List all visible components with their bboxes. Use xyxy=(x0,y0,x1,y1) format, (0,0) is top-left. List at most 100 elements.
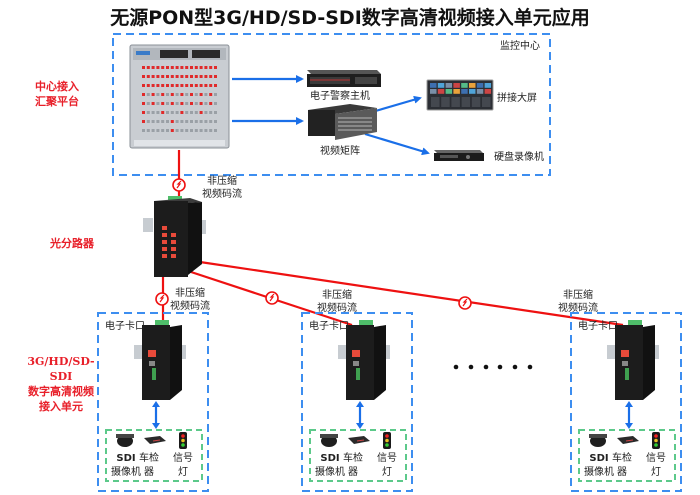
olt-port xyxy=(161,84,165,87)
device-label-line2: 器 xyxy=(617,467,627,478)
olt-port xyxy=(185,129,189,132)
video-wall-cell xyxy=(469,89,476,94)
olt-port xyxy=(156,102,160,105)
olt-port xyxy=(166,93,169,96)
video-wall-cell xyxy=(453,83,460,88)
video-wall-cell xyxy=(461,89,468,94)
olt-port xyxy=(142,75,145,78)
video-wall-cell xyxy=(482,97,491,107)
olt-port xyxy=(142,93,145,96)
olt-port xyxy=(199,66,203,69)
olt-port xyxy=(194,129,198,132)
device-label-line2: 摄像机 xyxy=(584,467,614,478)
video-wall-cell xyxy=(451,97,460,107)
olt-port xyxy=(194,84,198,87)
olt-port xyxy=(204,129,208,132)
fiber-port xyxy=(621,350,629,357)
device-label-line2: 器 xyxy=(144,467,154,478)
video-wall-cell xyxy=(471,97,481,107)
vehicle-detector-stripe xyxy=(152,439,161,442)
olt-port xyxy=(214,66,217,69)
olt-port xyxy=(190,84,193,87)
olt-port xyxy=(146,66,150,69)
olt-port xyxy=(214,75,217,78)
olt-port xyxy=(214,111,217,114)
device-label-line2: 摄像机 xyxy=(111,467,141,478)
olt-port xyxy=(194,75,198,78)
data-port xyxy=(152,368,156,380)
traffic-light-label: 信号灯 xyxy=(170,452,196,480)
traffic-light-label: 信号灯 xyxy=(643,452,669,480)
device-label-line1: 信号 xyxy=(377,453,397,464)
olt-port xyxy=(209,75,213,78)
olt-port xyxy=(146,84,150,87)
olt-port xyxy=(194,93,198,96)
center-platform-label: 中心接入 汇聚平台 xyxy=(22,79,92,109)
video-links xyxy=(232,75,430,156)
data-port xyxy=(625,368,629,380)
olt-port xyxy=(175,84,179,87)
olt-port xyxy=(170,111,174,114)
traffic-light-yellow xyxy=(654,438,658,443)
olt-port xyxy=(180,84,184,87)
stream-label-line1: 非压缩 xyxy=(207,176,237,187)
olt-port xyxy=(161,66,165,69)
olt-port xyxy=(170,66,174,69)
stream-label-line2: 视频码流 xyxy=(170,301,210,312)
access-unit-label-line2: 数字高清视频 xyxy=(28,385,94,398)
olt-port xyxy=(170,84,174,87)
olt-port xyxy=(185,120,189,123)
device-label-line2: 灯 xyxy=(178,467,188,478)
olt-port xyxy=(180,93,184,96)
olt-port xyxy=(146,93,150,96)
olt-port xyxy=(204,75,208,78)
arrow-up-icon xyxy=(356,401,364,407)
olt-port xyxy=(185,66,189,69)
stream-label-line1: 非压缩 xyxy=(322,290,352,301)
olt-port xyxy=(185,93,189,96)
ellipsis-dot xyxy=(453,364,459,370)
olt-port xyxy=(204,66,208,69)
traffic-light-red xyxy=(385,434,389,438)
olt-port xyxy=(161,129,165,132)
fiber-port xyxy=(352,350,360,357)
vehicle-detector-label: 车检器 xyxy=(609,452,635,480)
olt-port xyxy=(156,66,160,69)
sdi-camera-base xyxy=(320,434,338,438)
olt-port xyxy=(190,66,193,69)
olt-port xyxy=(175,120,179,123)
fiber-signal-icon xyxy=(458,296,472,310)
olt-port xyxy=(142,66,145,69)
dvr-device xyxy=(434,150,484,161)
checkpoint-label: 电子卡口 xyxy=(309,321,349,332)
access-unit-device xyxy=(615,325,643,400)
sdi-camera-base xyxy=(116,434,134,438)
checkpoint-unit xyxy=(301,312,413,492)
stream-label-line1: 非压缩 xyxy=(563,290,593,301)
fiber-branch-3 xyxy=(199,260,624,327)
traffic-light-green xyxy=(385,443,389,447)
access-unit-side xyxy=(170,325,182,400)
olt-port xyxy=(180,102,184,105)
checkpoint-box xyxy=(570,312,682,492)
olt-port xyxy=(199,93,203,96)
olt-port xyxy=(166,111,169,114)
device-label-line2: 摄像机 xyxy=(315,467,345,478)
device-label-line2: 灯 xyxy=(651,467,661,478)
vehicle-detector-stripe xyxy=(356,439,365,442)
diagram-title: 无源PON型3G/HD/SD-SDI数字高清视频接入单元应用 xyxy=(110,7,590,29)
olt-port xyxy=(214,120,217,123)
sdi-port xyxy=(149,361,155,366)
olt-port xyxy=(170,129,174,132)
checkpoint-label: 电子卡口 xyxy=(578,321,618,332)
olt-port xyxy=(151,111,155,114)
checkpoint-label: 电子卡口 xyxy=(105,321,145,332)
video-wall-cell xyxy=(445,89,453,94)
olt-port xyxy=(180,120,184,123)
video-wall-cell xyxy=(441,97,450,107)
olt-port xyxy=(166,66,169,69)
video-wall-cell xyxy=(437,89,445,94)
olt-port xyxy=(156,111,160,114)
terminal-block xyxy=(359,320,373,326)
traffic-light-green xyxy=(654,443,658,447)
